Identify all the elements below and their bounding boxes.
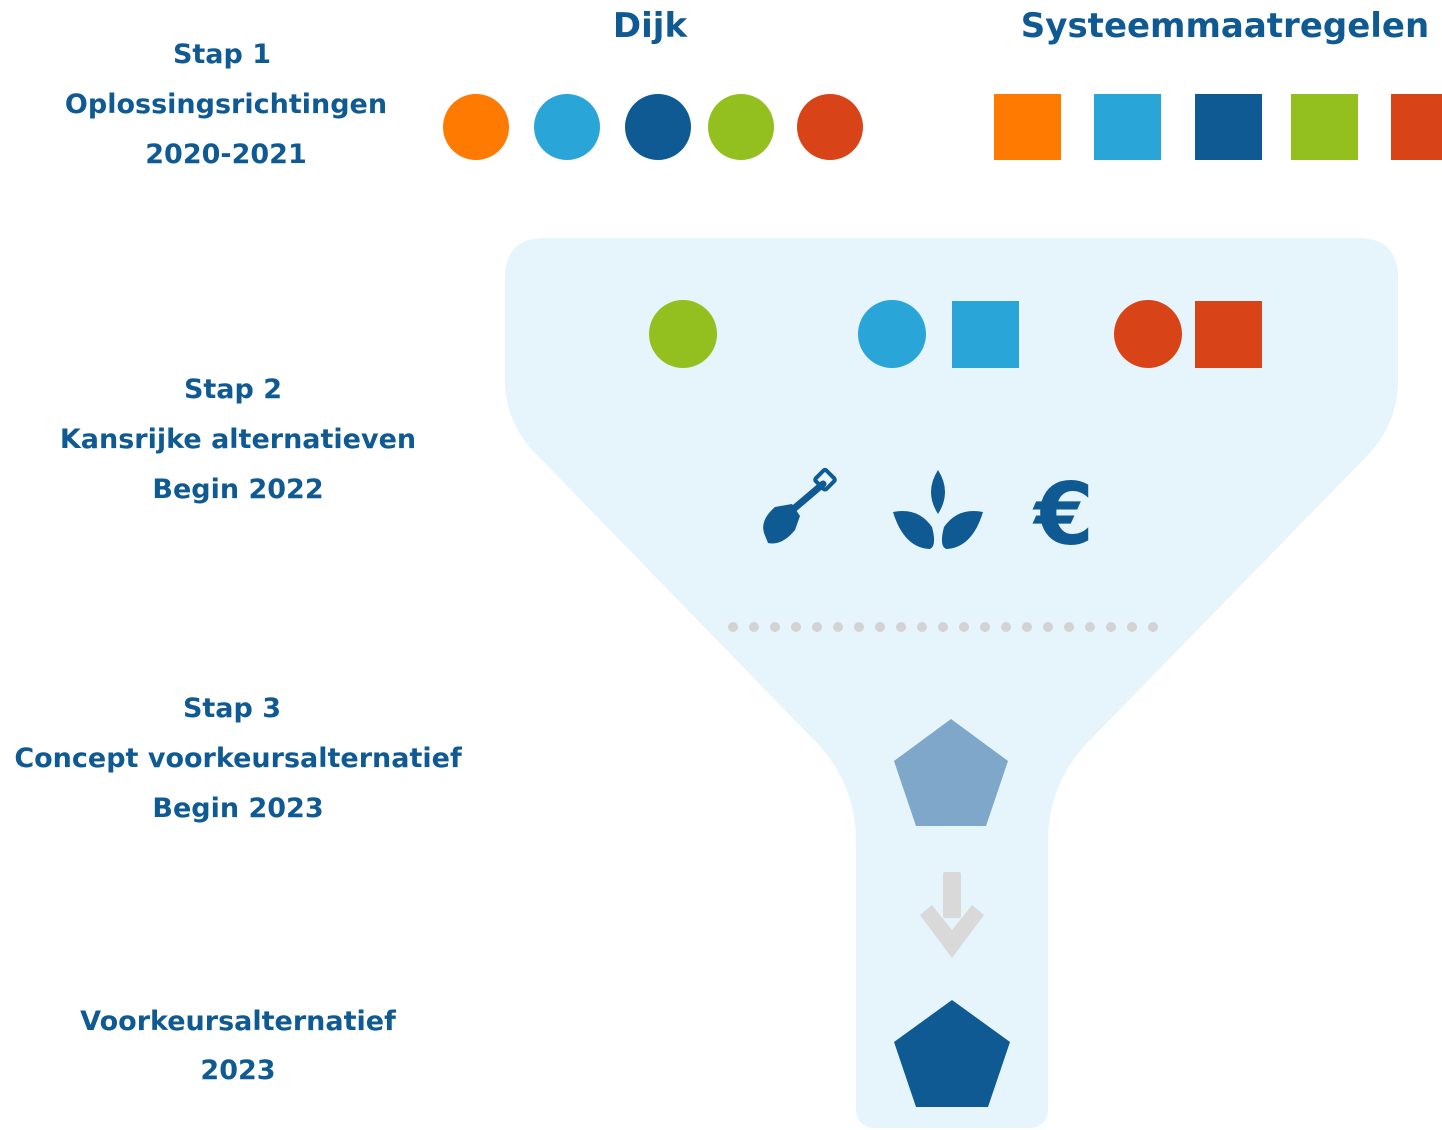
- stap3-date: Begin 2023: [152, 793, 324, 824]
- stap2-title: Stap 2: [183, 374, 283, 405]
- shovel-icon: [763, 467, 837, 544]
- leaves-icon: [893, 470, 983, 549]
- header-systeemmaatregelen: Systeemmaatregelen: [1020, 6, 1430, 46]
- stap3-title: Stap 3: [182, 693, 282, 724]
- separator-dot: [1064, 622, 1074, 632]
- separator-dot: [875, 622, 885, 632]
- stap2-subtitle: Kansrijke alternatieven: [59, 424, 417, 455]
- separator-dot: [791, 622, 801, 632]
- dotted-separator: [728, 622, 1158, 632]
- separator-dot: [959, 622, 969, 632]
- separator-dot: [854, 622, 864, 632]
- dijk-circle-green: [708, 94, 774, 160]
- final-title: Voorkeursalternatief: [80, 1006, 396, 1037]
- dijk-circle-orange: [443, 94, 509, 160]
- systeem-square-dark-blue: [1195, 94, 1262, 160]
- separator-dot: [770, 622, 780, 632]
- svg-text:€: €: [1032, 465, 1094, 565]
- separator-dot: [917, 622, 927, 632]
- separator-dot: [896, 622, 906, 632]
- separator-dot: [749, 622, 759, 632]
- dijk-legend: [443, 94, 863, 160]
- dijk-circle-light-blue: [534, 94, 600, 160]
- stap2-date: Begin 2022: [152, 474, 324, 505]
- alt-circle-green: [649, 300, 717, 368]
- header-dijk: Dijk: [612, 6, 688, 46]
- stap1-subtitle: Oplossingsrichtingen: [64, 89, 388, 120]
- systeem-square-orange: [994, 94, 1061, 160]
- funnel-shape: [505, 238, 1398, 1128]
- separator-dot: [812, 622, 822, 632]
- stap1-date: 2020-2021: [145, 139, 307, 170]
- concept-pentagon: [894, 719, 1008, 826]
- separator-dot: [1127, 622, 1137, 632]
- alt-circle-light-blue: [858, 300, 926, 368]
- stap1-title: Stap 1: [172, 39, 272, 70]
- systeem-legend: [994, 94, 1442, 160]
- separator-dot: [728, 622, 738, 632]
- stap3-subtitle: Concept voorkeursalternatief: [14, 743, 462, 774]
- systeem-square-green: [1291, 94, 1358, 160]
- separator-dot: [1106, 622, 1116, 632]
- kansrijke-alternatieven: [649, 300, 1262, 368]
- systeem-square-light-blue: [1094, 94, 1161, 160]
- arrow-down-icon: [920, 872, 984, 958]
- dijk-circle-red: [797, 94, 863, 160]
- alt-square-light-blue: [952, 301, 1019, 368]
- separator-dot: [1085, 622, 1095, 632]
- systeem-square-red: [1391, 94, 1442, 160]
- separator-dot: [833, 622, 843, 632]
- separator-dot: [1001, 622, 1011, 632]
- alt-square-red: [1195, 301, 1262, 368]
- separator-dot: [1043, 622, 1053, 632]
- separator-dot: [1022, 622, 1032, 632]
- alt-circle-red: [1114, 300, 1182, 368]
- dijk-circle-dark-blue: [625, 94, 691, 160]
- euro-icon: €: [1032, 465, 1094, 565]
- separator-dot: [1148, 622, 1158, 632]
- final-date: 2023: [200, 1055, 276, 1086]
- separator-dot: [938, 622, 948, 632]
- final-pentagon: [894, 1000, 1010, 1107]
- separator-dot: [980, 622, 990, 632]
